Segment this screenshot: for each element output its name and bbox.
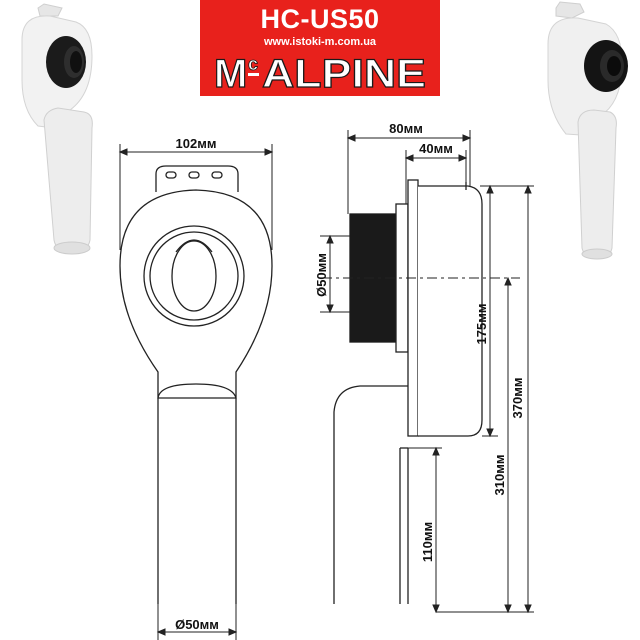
model-title: HC-US50 bbox=[260, 4, 380, 34]
website-url: www.istoki-m.com.ua bbox=[263, 36, 377, 48]
brand-logo: M c ALPINE bbox=[210, 51, 430, 96]
side-inlet-height-label: 175мм bbox=[474, 304, 489, 345]
brand-logo-alpine: ALPINE bbox=[262, 52, 426, 92]
side-outlet-length-label: 110мм bbox=[420, 522, 435, 562]
side-depth-body-label: 40мм bbox=[419, 141, 453, 156]
sensor-trap-photo-black-seal bbox=[547, 1, 628, 260]
side-depth-total-dimension bbox=[346, 130, 472, 214]
side-height-370-label: 370мм bbox=[510, 378, 525, 419]
front-width-label: 102мм bbox=[176, 136, 217, 151]
brand-logo-c-underline bbox=[248, 73, 259, 76]
side-height-310-dimension bbox=[500, 276, 512, 614]
side-height-370-dimension bbox=[436, 184, 534, 614]
side-depth-total-label: 80мм bbox=[389, 121, 423, 136]
side-outlet-length-dimension bbox=[408, 446, 442, 614]
side-depth-body-dimension bbox=[404, 150, 468, 204]
front-outlet-label: Ø50мм bbox=[175, 617, 219, 632]
side-inlet-height-dimension bbox=[482, 184, 498, 438]
side-inlet-label: Ø50мм bbox=[314, 253, 329, 297]
side-view-outline bbox=[333, 179, 483, 604]
front-outlet-dimension bbox=[156, 604, 238, 640]
side-height-310-label: 310мм bbox=[492, 455, 507, 496]
brand-logo-m: M bbox=[214, 52, 247, 92]
brand-logo-svg: M c ALPINE bbox=[213, 51, 426, 96]
brand-banner: HC-US50 www.istoki-m.com.ua M c ALPINE bbox=[200, 0, 440, 97]
side-inlet-dimension bbox=[320, 234, 350, 314]
brand-logo-c: c bbox=[248, 54, 258, 74]
front-width-dimension bbox=[118, 144, 274, 250]
front-view-outline bbox=[119, 165, 273, 604]
sensor-trap-photo-white bbox=[21, 3, 93, 255]
